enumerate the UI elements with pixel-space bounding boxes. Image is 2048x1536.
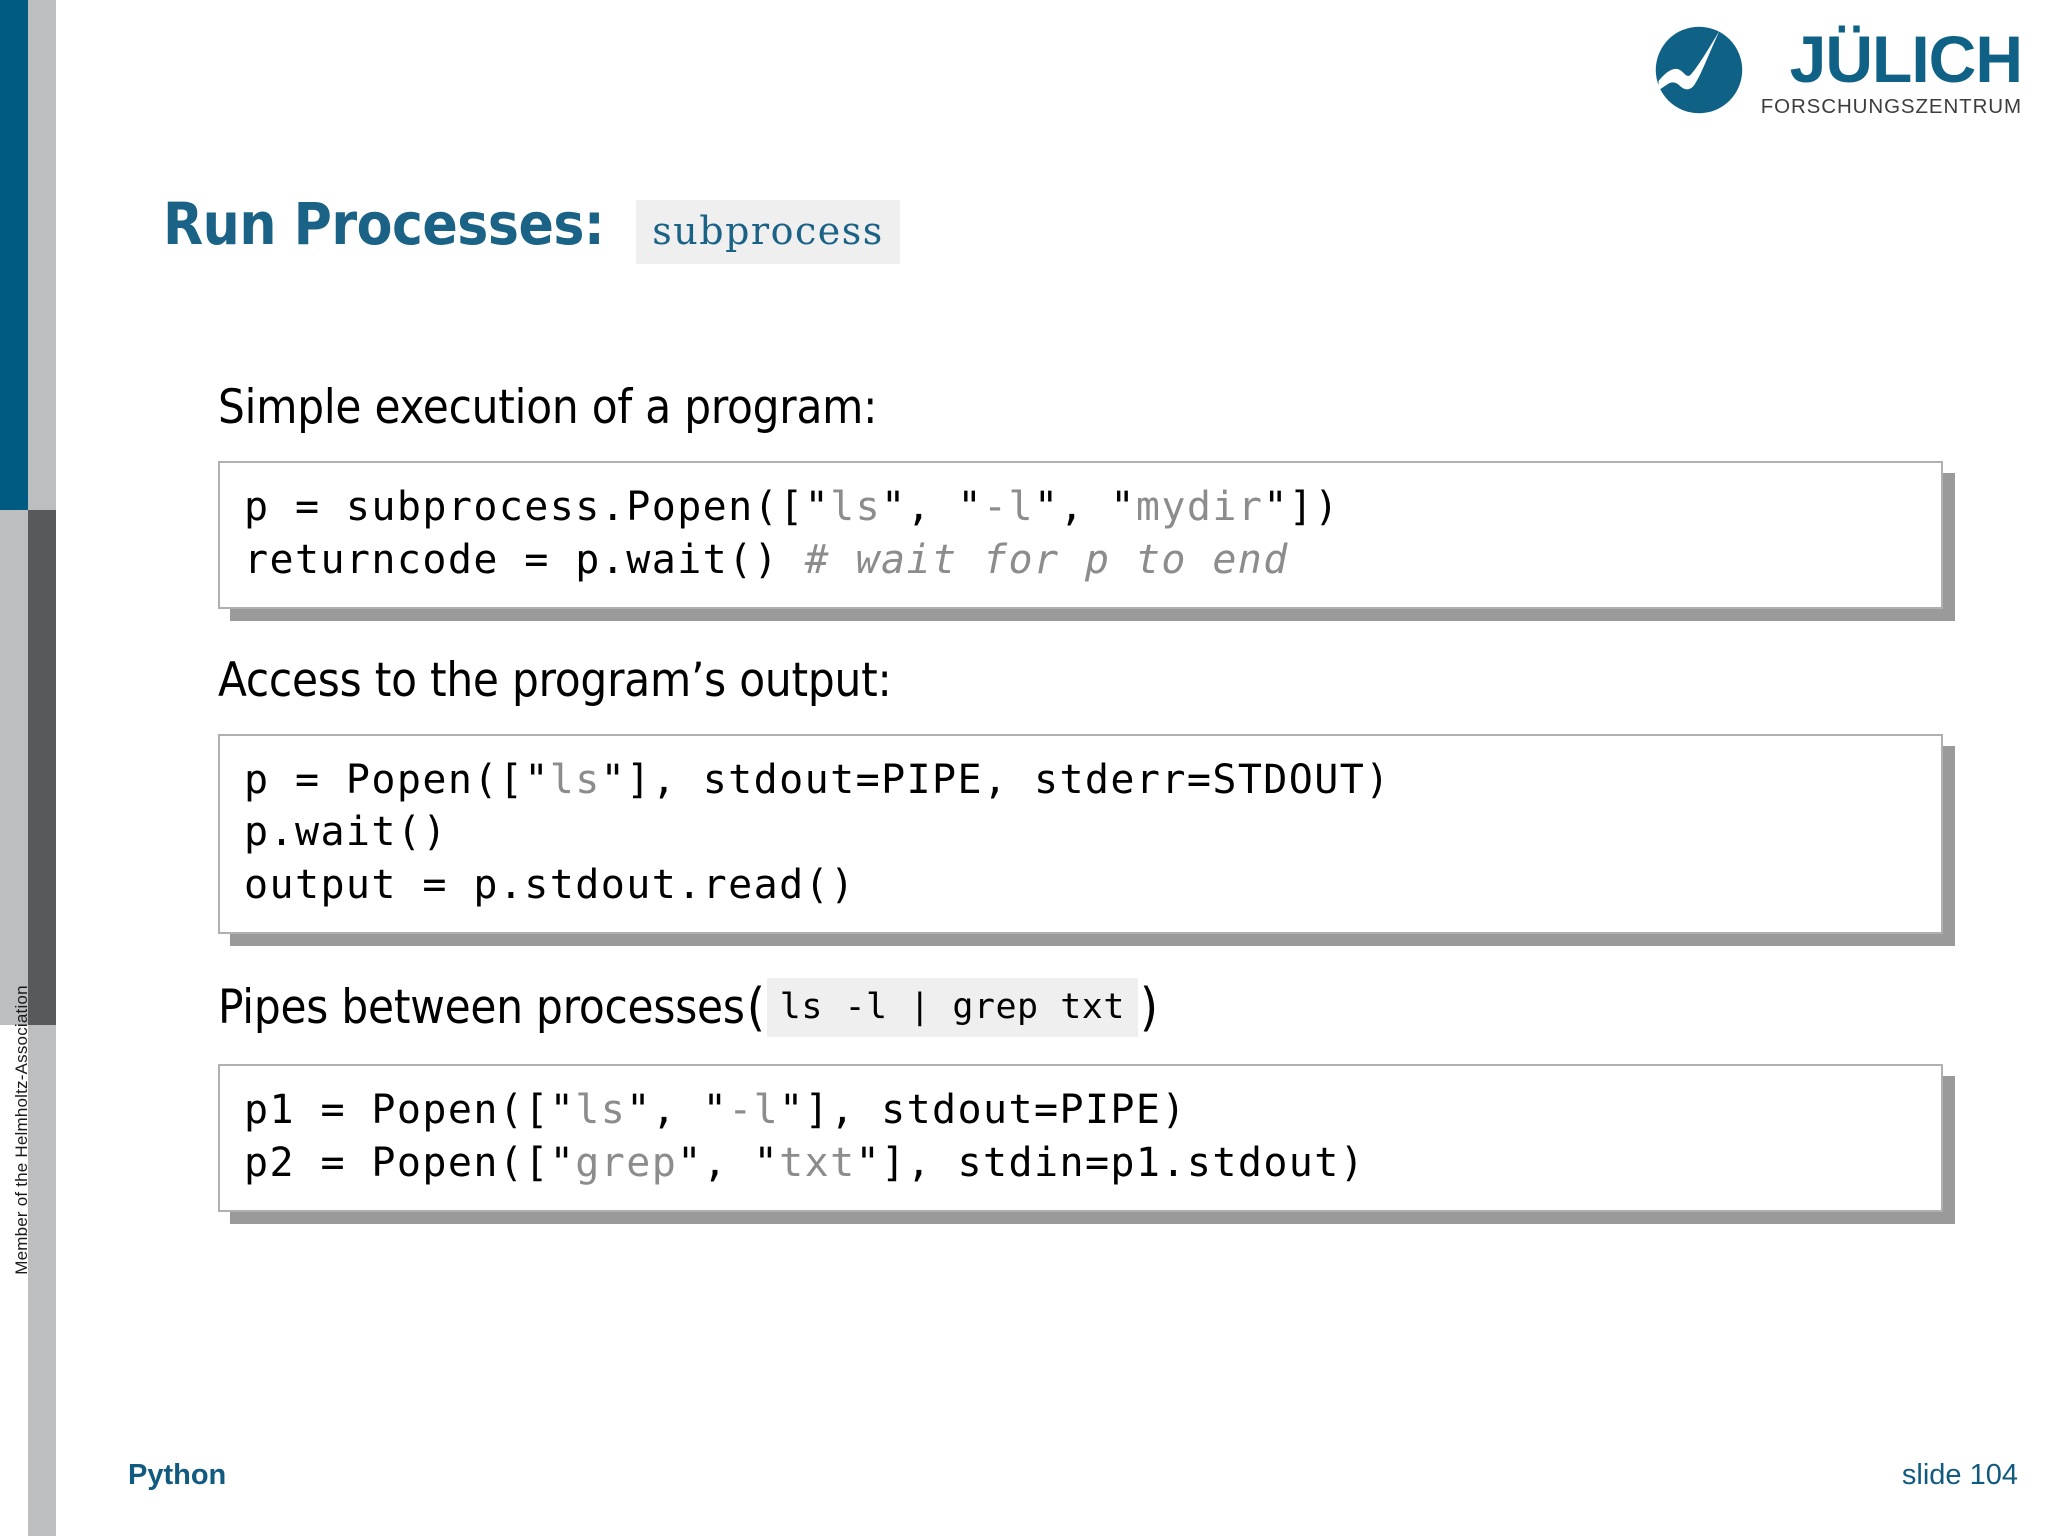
- logo-wordmark: JÜLICH FORSCHUNGSZENTRUM: [1760, 22, 2023, 119]
- section-program-output: Access to the program’s output: p = Pope…: [218, 652, 1955, 946]
- caption-close-paren: ): [1139, 977, 1158, 1038]
- code-token: -l: [728, 1086, 780, 1133]
- code-token: ": [957, 484, 983, 530]
- sidebar-bar-grey-upper: [28, 0, 56, 510]
- sidebar-bar-grey-lower: [28, 1025, 56, 1536]
- section-caption: Pipes between processes ( ls -l | grep t…: [218, 978, 1943, 1038]
- code-token: "]): [1263, 484, 1340, 530]
- footer-course-name: Python: [128, 1459, 227, 1491]
- sidebar-bar-grey-middle: [0, 510, 28, 1025]
- code-line: p.wait(): [244, 806, 1917, 859]
- code-line: p = Popen(["ls"], stdout=PIPE, stderr=ST…: [244, 754, 1917, 807]
- juelich-swoosh-icon: [1655, 26, 1742, 114]
- slide-content: Simple execution of a program: p = subpr…: [218, 380, 1955, 1256]
- code-line: p1 = Popen(["ls", "-l"], stdout=PIPE): [244, 1084, 1917, 1137]
- code-token: -l: [983, 484, 1034, 530]
- code-line: p2 = Popen(["grep", "txt"], stdin=p1.std…: [244, 1137, 1917, 1190]
- code-token: p2 = Popen([: [244, 1139, 550, 1186]
- code-token: grep: [575, 1139, 678, 1186]
- code-token: mydir: [1135, 484, 1264, 530]
- code-token: ": [753, 1139, 780, 1186]
- code-token: ",: [677, 1139, 754, 1186]
- section-pipes-between-processes: Pipes between processes ( ls -l | grep t…: [218, 978, 1955, 1224]
- code-line: output = p.stdout.read(): [244, 859, 1917, 912]
- code-block-body: p = Popen(["ls"], stdout=PIPE, stderr=ST…: [218, 733, 1943, 934]
- page-title-module-code: subprocess: [636, 200, 900, 264]
- code-token: txt: [779, 1139, 856, 1186]
- code-token: ls: [549, 756, 601, 803]
- section-caption-text: Pipes between processes: [218, 980, 745, 1036]
- section-caption: Access to the program’s output:: [218, 652, 892, 708]
- code-token: ": [524, 756, 550, 803]
- code-block: p1 = Popen(["ls", "-l"], stdout=PIPE)p2 …: [218, 1063, 1955, 1224]
- code-token: p.wait(): [244, 809, 448, 856]
- helmholtz-association-note: Member of the Helmholtz-Association: [12, 985, 31, 1275]
- code-token: ",: [1033, 484, 1111, 530]
- logo-subtitle: FORSCHUNGSZENTRUM: [1760, 94, 2022, 118]
- code-token: "], stdout=PIPE, stderr=STDOUT): [600, 756, 1391, 803]
- code-token: ls: [575, 1086, 627, 1133]
- left-decorative-sidebar: Member of the Helmholtz-Association: [0, 0, 80, 1536]
- code-token: output = p.stdout.read(): [244, 862, 856, 909]
- code-block-body: p = subprocess.Popen(["ls", "-l", "mydir…: [218, 461, 1943, 609]
- section-caption: Simple execution of a program:: [218, 380, 878, 435]
- code-token: "], stdin=p1.stdout): [855, 1139, 1366, 1186]
- code-token: p = Popen([: [244, 756, 525, 803]
- code-token: "], stdout=PIPE): [779, 1086, 1187, 1133]
- code-token: ",: [881, 484, 958, 530]
- code-line: returncode = p.wait() # wait for p to en…: [244, 534, 1917, 587]
- page-title-text: Run Processes:: [163, 190, 605, 258]
- code-token: # wait for p to end: [804, 536, 1289, 583]
- code-token: ": [1110, 484, 1136, 530]
- code-token: p1 = Popen([: [244, 1086, 550, 1133]
- code-token: ls: [830, 484, 882, 530]
- sidebar-bar-teal: [0, 0, 28, 510]
- code-token: ": [549, 1086, 576, 1133]
- code-block: p = subprocess.Popen(["ls", "-l", "mydir…: [218, 461, 1955, 621]
- code-block-body: p1 = Popen(["ls", "-l"], stdout=PIPE)p2 …: [218, 1063, 1943, 1212]
- code-token: ": [549, 1139, 576, 1186]
- page-title: Run Processes: subprocess: [163, 190, 900, 264]
- sidebar-bar-dark-middle: [28, 510, 56, 1025]
- code-block: p = Popen(["ls"], stdout=PIPE, stderr=ST…: [218, 733, 1955, 946]
- logo-title: JÜLICH: [1789, 22, 2023, 96]
- footer-slide-number: slide 104: [1901, 1459, 2018, 1491]
- code-token: p = subprocess.Popen([: [244, 484, 805, 530]
- caption-inline-code: ls -l | grep txt: [766, 978, 1138, 1038]
- code-token: ": [804, 484, 831, 530]
- caption-open-paren: (: [746, 977, 765, 1038]
- code-line: p = subprocess.Popen(["ls", "-l", "mydir…: [244, 481, 1917, 534]
- code-token: ",: [626, 1086, 703, 1133]
- code-token: ": [702, 1086, 729, 1133]
- juelich-logo: JÜLICH FORSCHUNGSZENTRUM: [1653, 22, 2023, 119]
- section-simple-execution: Simple execution of a program: p = subpr…: [218, 380, 1955, 621]
- code-token: returncode = p.wait(): [244, 536, 805, 583]
